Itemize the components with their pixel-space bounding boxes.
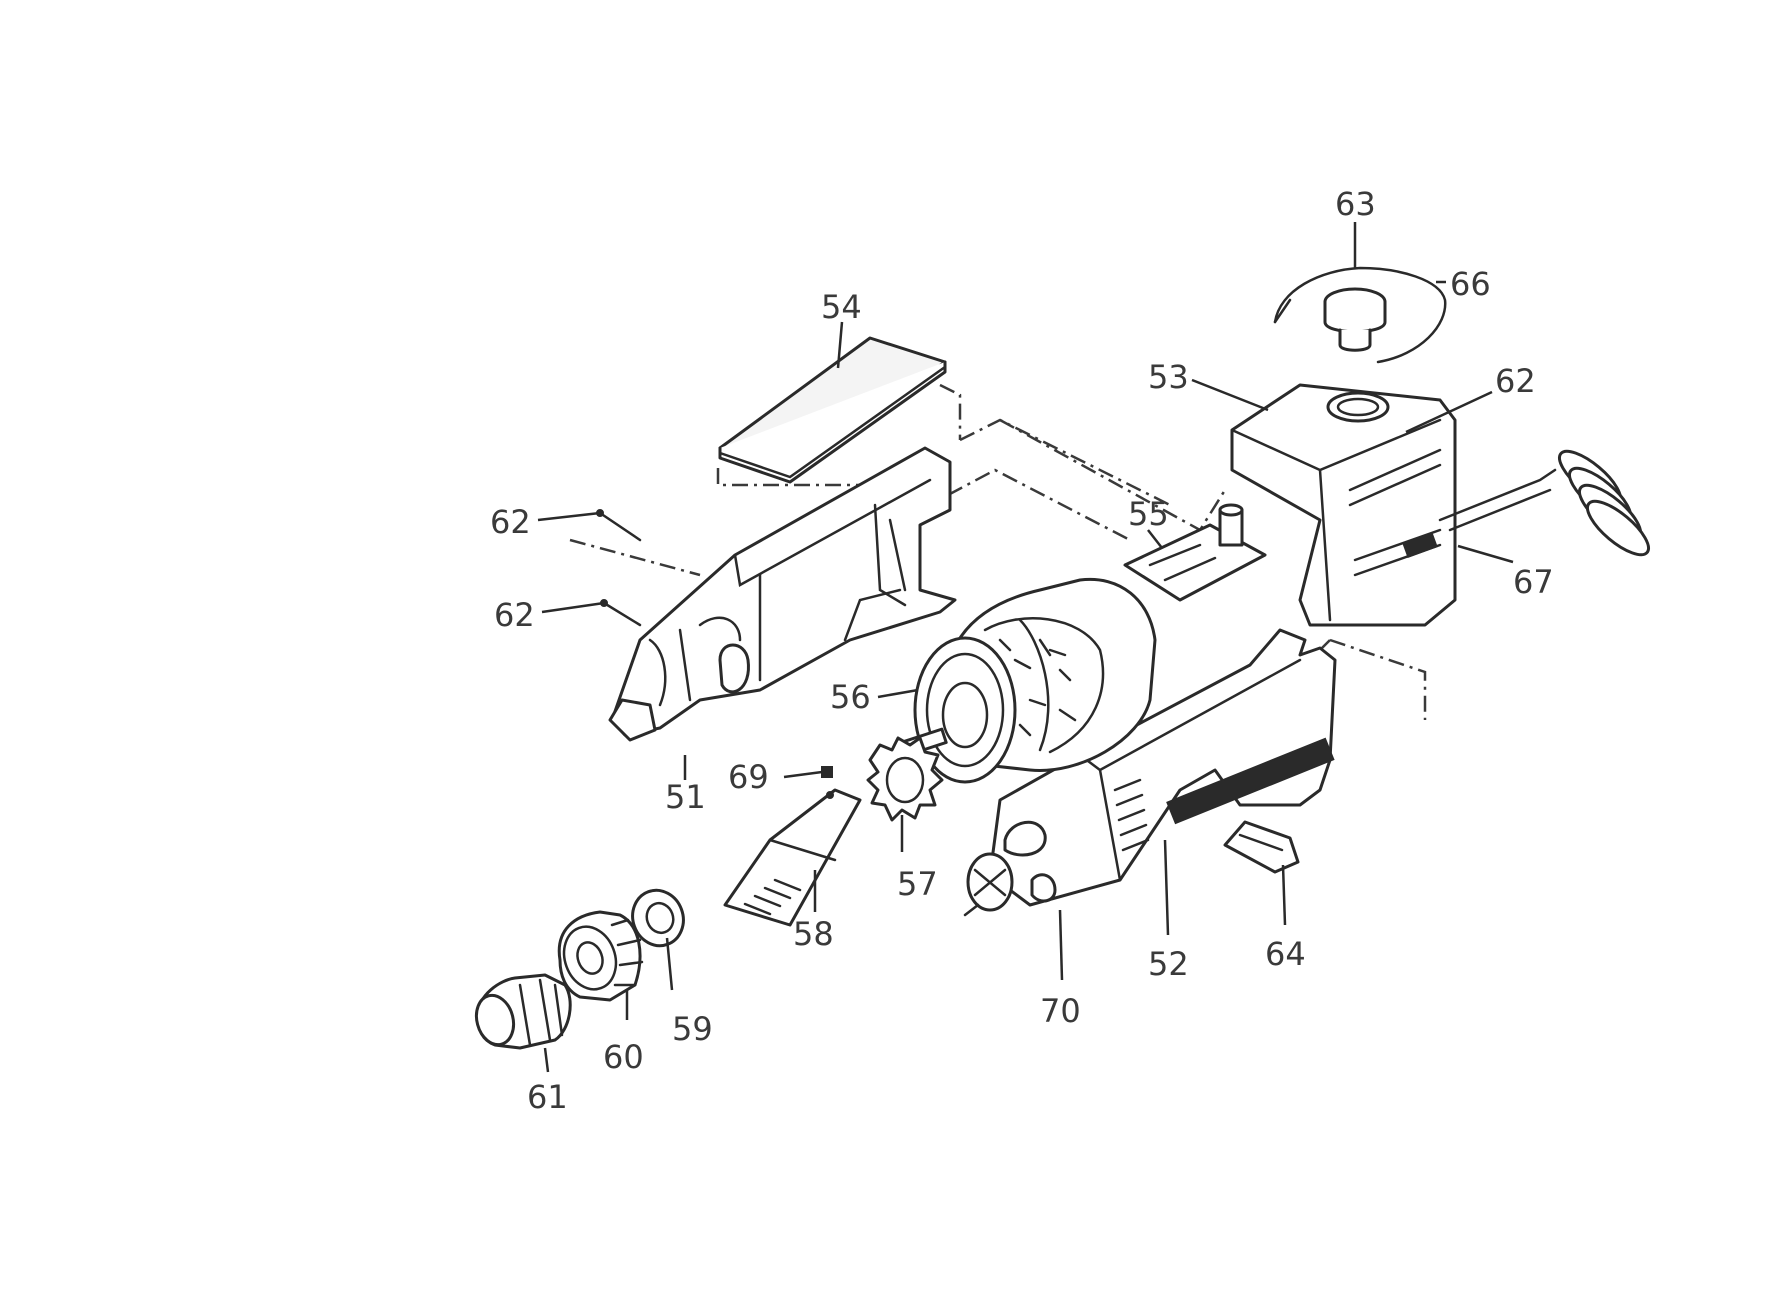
part-58-spindle — [723, 788, 862, 927]
callout-59: 59 — [672, 1010, 713, 1048]
callout-61: 61 — [527, 1078, 568, 1116]
callout-60: 60 — [603, 1038, 644, 1076]
part-61-chuck — [474, 973, 572, 1050]
part-52-main-housing — [988, 628, 1337, 907]
part-66-spring-clip — [1273, 266, 1447, 364]
callout-labels: 54 63 66 53 62 55 62 62 67 56 69 51 57 5… — [490, 185, 1554, 1116]
callout-63: 63 — [1335, 185, 1376, 223]
callout-58: 58 — [793, 915, 834, 953]
callout-54: 54 — [821, 288, 862, 326]
part-56-motor — [902, 577, 1157, 784]
callout-62-lower-left: 62 — [494, 596, 535, 634]
callout-53: 53 — [1148, 358, 1189, 396]
callout-67: 67 — [1513, 563, 1554, 601]
part-54-cover-plate — [718, 336, 947, 484]
callout-51: 51 — [665, 778, 706, 816]
part-63-knob — [1323, 287, 1387, 352]
part-69-pin — [821, 766, 833, 778]
callout-52: 52 — [1148, 945, 1189, 983]
part-53-rear-housing — [1230, 383, 1457, 627]
part-67-spring — [1438, 449, 1650, 557]
part-57-gear — [866, 736, 944, 822]
callout-66: 66 — [1450, 265, 1491, 303]
callout-62-right: 62 — [1495, 362, 1536, 400]
leader-lines — [537, 222, 1514, 1073]
callout-55: 55 — [1128, 495, 1169, 533]
callout-70: 70 — [1040, 992, 1081, 1030]
callout-62-upper-left: 62 — [490, 503, 531, 541]
part-51-housing-half — [608, 446, 957, 742]
callout-69: 69 — [728, 758, 769, 796]
callout-57: 57 — [897, 865, 938, 903]
part-55-switch-plate — [1123, 503, 1267, 602]
callout-64: 64 — [1265, 935, 1306, 973]
part-60-collar — [557, 910, 644, 1002]
part-70-nose — [963, 852, 1057, 917]
part-64-foot — [1223, 820, 1300, 874]
callout-56: 56 — [830, 678, 871, 716]
screws-62 — [596, 509, 642, 627]
